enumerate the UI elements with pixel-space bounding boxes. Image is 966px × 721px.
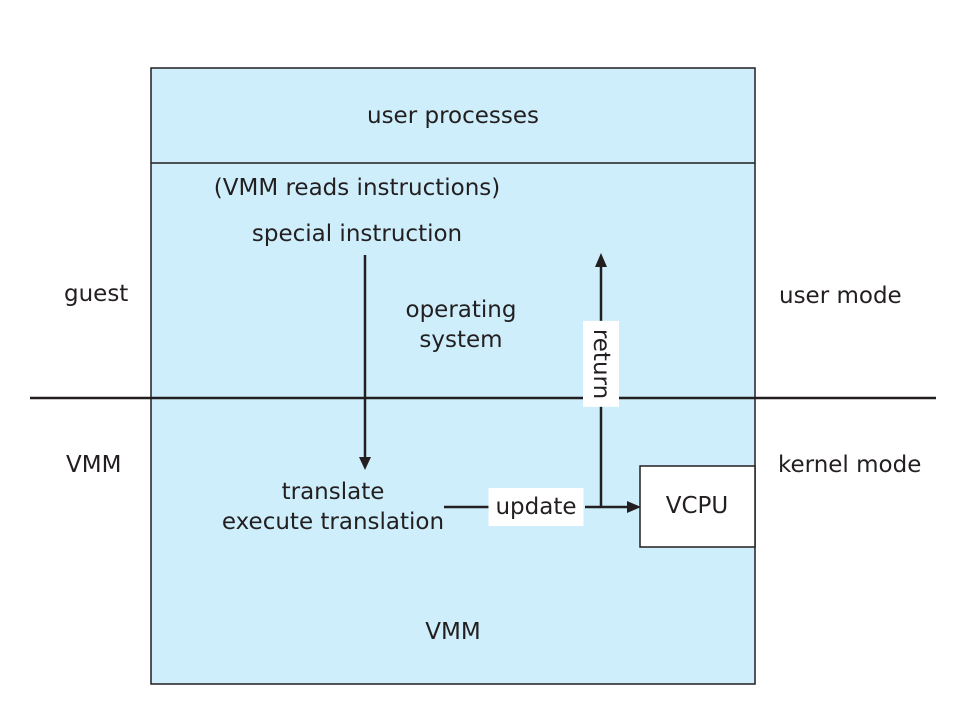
- return-label: return: [583, 320, 619, 408]
- operating-system-label-line2: system: [419, 327, 503, 353]
- return-arrowhead: [595, 253, 607, 267]
- vmm-bottom-label: VMM: [425, 619, 481, 645]
- vcpu-label: VCPU: [665, 493, 729, 519]
- vmm-side-label: VMM: [66, 452, 122, 478]
- kernel-mode-label: kernel mode: [778, 452, 922, 478]
- update-to-vcpu-arrowhead: [627, 501, 641, 513]
- user-processes-label: user processes: [367, 103, 539, 129]
- update-label: update: [488, 488, 584, 526]
- operating-system-label-line1: operating: [405, 297, 517, 323]
- vcpu-box: [639, 465, 756, 548]
- translate-label-line2: execute translation: [221, 509, 445, 535]
- system-box: [150, 67, 756, 685]
- translate-label-line1: translate: [281, 479, 385, 505]
- guest-label: guest: [64, 281, 129, 307]
- vmm-reads-label: (VMM reads instructions): [213, 175, 501, 201]
- special-instruction-arrowhead: [359, 457, 371, 470]
- special-instruction-label: special instruction: [251, 221, 463, 247]
- user-mode-label: user mode: [779, 283, 902, 309]
